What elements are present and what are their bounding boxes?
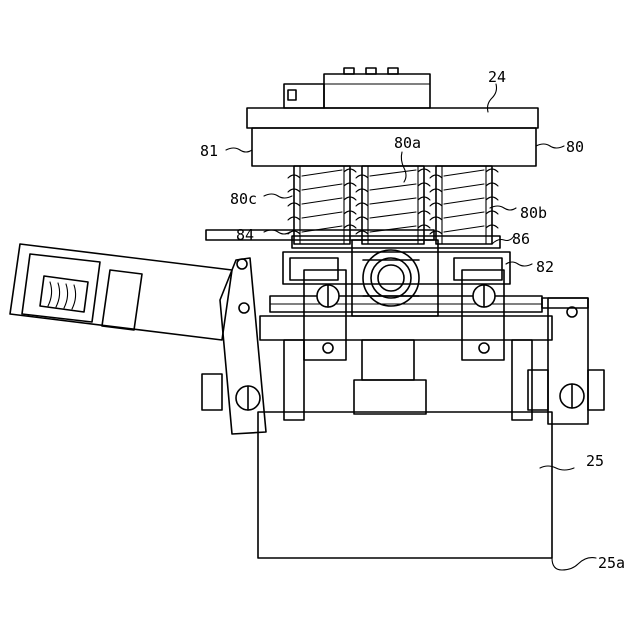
right-clamp-arm xyxy=(528,298,604,424)
label-80a: 80a xyxy=(394,134,421,152)
label-80c: 80c xyxy=(230,190,257,208)
label-84: 84 xyxy=(236,226,254,244)
spring-80c xyxy=(288,166,356,244)
label-25: 25 xyxy=(586,452,604,470)
left-cylinder xyxy=(10,244,232,340)
label-82: 82 xyxy=(536,258,554,276)
centre-post xyxy=(284,340,532,420)
spring-80b xyxy=(430,166,498,244)
label-86: 86 xyxy=(512,230,530,248)
spring-80a xyxy=(356,166,430,244)
label-81: 81 xyxy=(200,142,218,160)
reference-labels: 24 80 81 80a 80b 80c 84 86 82 25 25a xyxy=(200,68,625,572)
left-clamp-arm xyxy=(202,258,266,434)
clamp-body-82 xyxy=(283,252,510,284)
label-80: 80 xyxy=(566,138,584,156)
leader-lines xyxy=(226,84,596,570)
workpiece-25 xyxy=(258,412,552,558)
label-24: 24 xyxy=(488,68,506,86)
label-80b: 80b xyxy=(520,204,547,222)
label-25a: 25a xyxy=(598,554,625,572)
